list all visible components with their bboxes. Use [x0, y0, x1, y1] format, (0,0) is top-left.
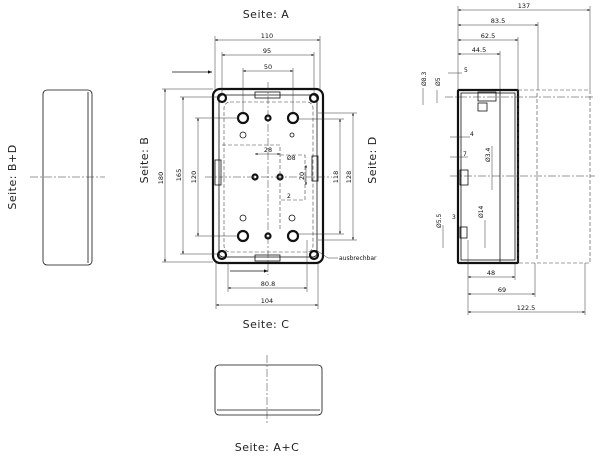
- dimension-label: 5: [464, 67, 468, 74]
- dimension-label: 137: [518, 2, 530, 10]
- dimension-label: 83.5: [491, 17, 505, 25]
- dimension-label: 2: [287, 193, 291, 200]
- dimension-label: 118: [332, 171, 340, 183]
- dimension-label: 110: [261, 32, 273, 40]
- dimension-label: 4: [470, 131, 474, 138]
- dimension-label: 165: [175, 169, 183, 181]
- dimension-label: 69: [498, 286, 506, 294]
- dimension-label: Ø3.4: [485, 148, 492, 162]
- dimension-label: 180: [157, 172, 165, 184]
- view-front: [205, 82, 332, 275]
- dimension-label: 122.5: [517, 304, 536, 312]
- label-side-d: Seite: D: [366, 136, 379, 184]
- dimension-label: Ø8.3: [421, 72, 428, 86]
- label-side-b: Seite: B: [138, 137, 151, 184]
- dimension-label: Ø5.5: [436, 214, 443, 228]
- dimension-label: Ø8: [287, 155, 296, 162]
- dimension-label: 28: [264, 146, 272, 154]
- dimension-label: 62.5: [481, 32, 495, 40]
- dimension-label: 95: [263, 47, 271, 55]
- dimension-label: 48: [487, 269, 495, 277]
- dimension-label: 104: [261, 297, 273, 305]
- section-dimensions: 137 83.5 62.5 44.5 Ø8.3 Ø5 5 4 7 Ø3.4 Ø1…: [421, 2, 591, 315]
- label-side-c: Seite: C: [243, 318, 290, 331]
- dimension-label: 128: [345, 171, 353, 183]
- dimension-label: 7: [463, 151, 467, 158]
- note-ausbrechbar: ausbrechbar: [339, 255, 377, 262]
- dimension-label: Ø5: [435, 77, 442, 86]
- dimension-label: Ø14: [478, 205, 485, 218]
- dimension-label: 20: [298, 172, 306, 180]
- dimension-label: 44.5: [472, 46, 486, 54]
- dimension-label: 80.8: [261, 280, 275, 288]
- front-dimensions: 110 95 50 180 165 120 118 128 28 Ø8 20 2…: [157, 32, 377, 309]
- label-side-a: Seite: A: [243, 8, 290, 21]
- dimension-label: 3: [452, 214, 456, 221]
- view-section: [445, 88, 595, 265]
- view-side-ac: [214, 355, 323, 425]
- dimension-label: 50: [264, 63, 272, 71]
- dimension-label: 120: [190, 171, 198, 183]
- label-side-ac: Seite: A+C: [235, 441, 300, 454]
- label-side-bd: Seite: B+D: [6, 144, 19, 209]
- view-side-bd: [30, 89, 105, 266]
